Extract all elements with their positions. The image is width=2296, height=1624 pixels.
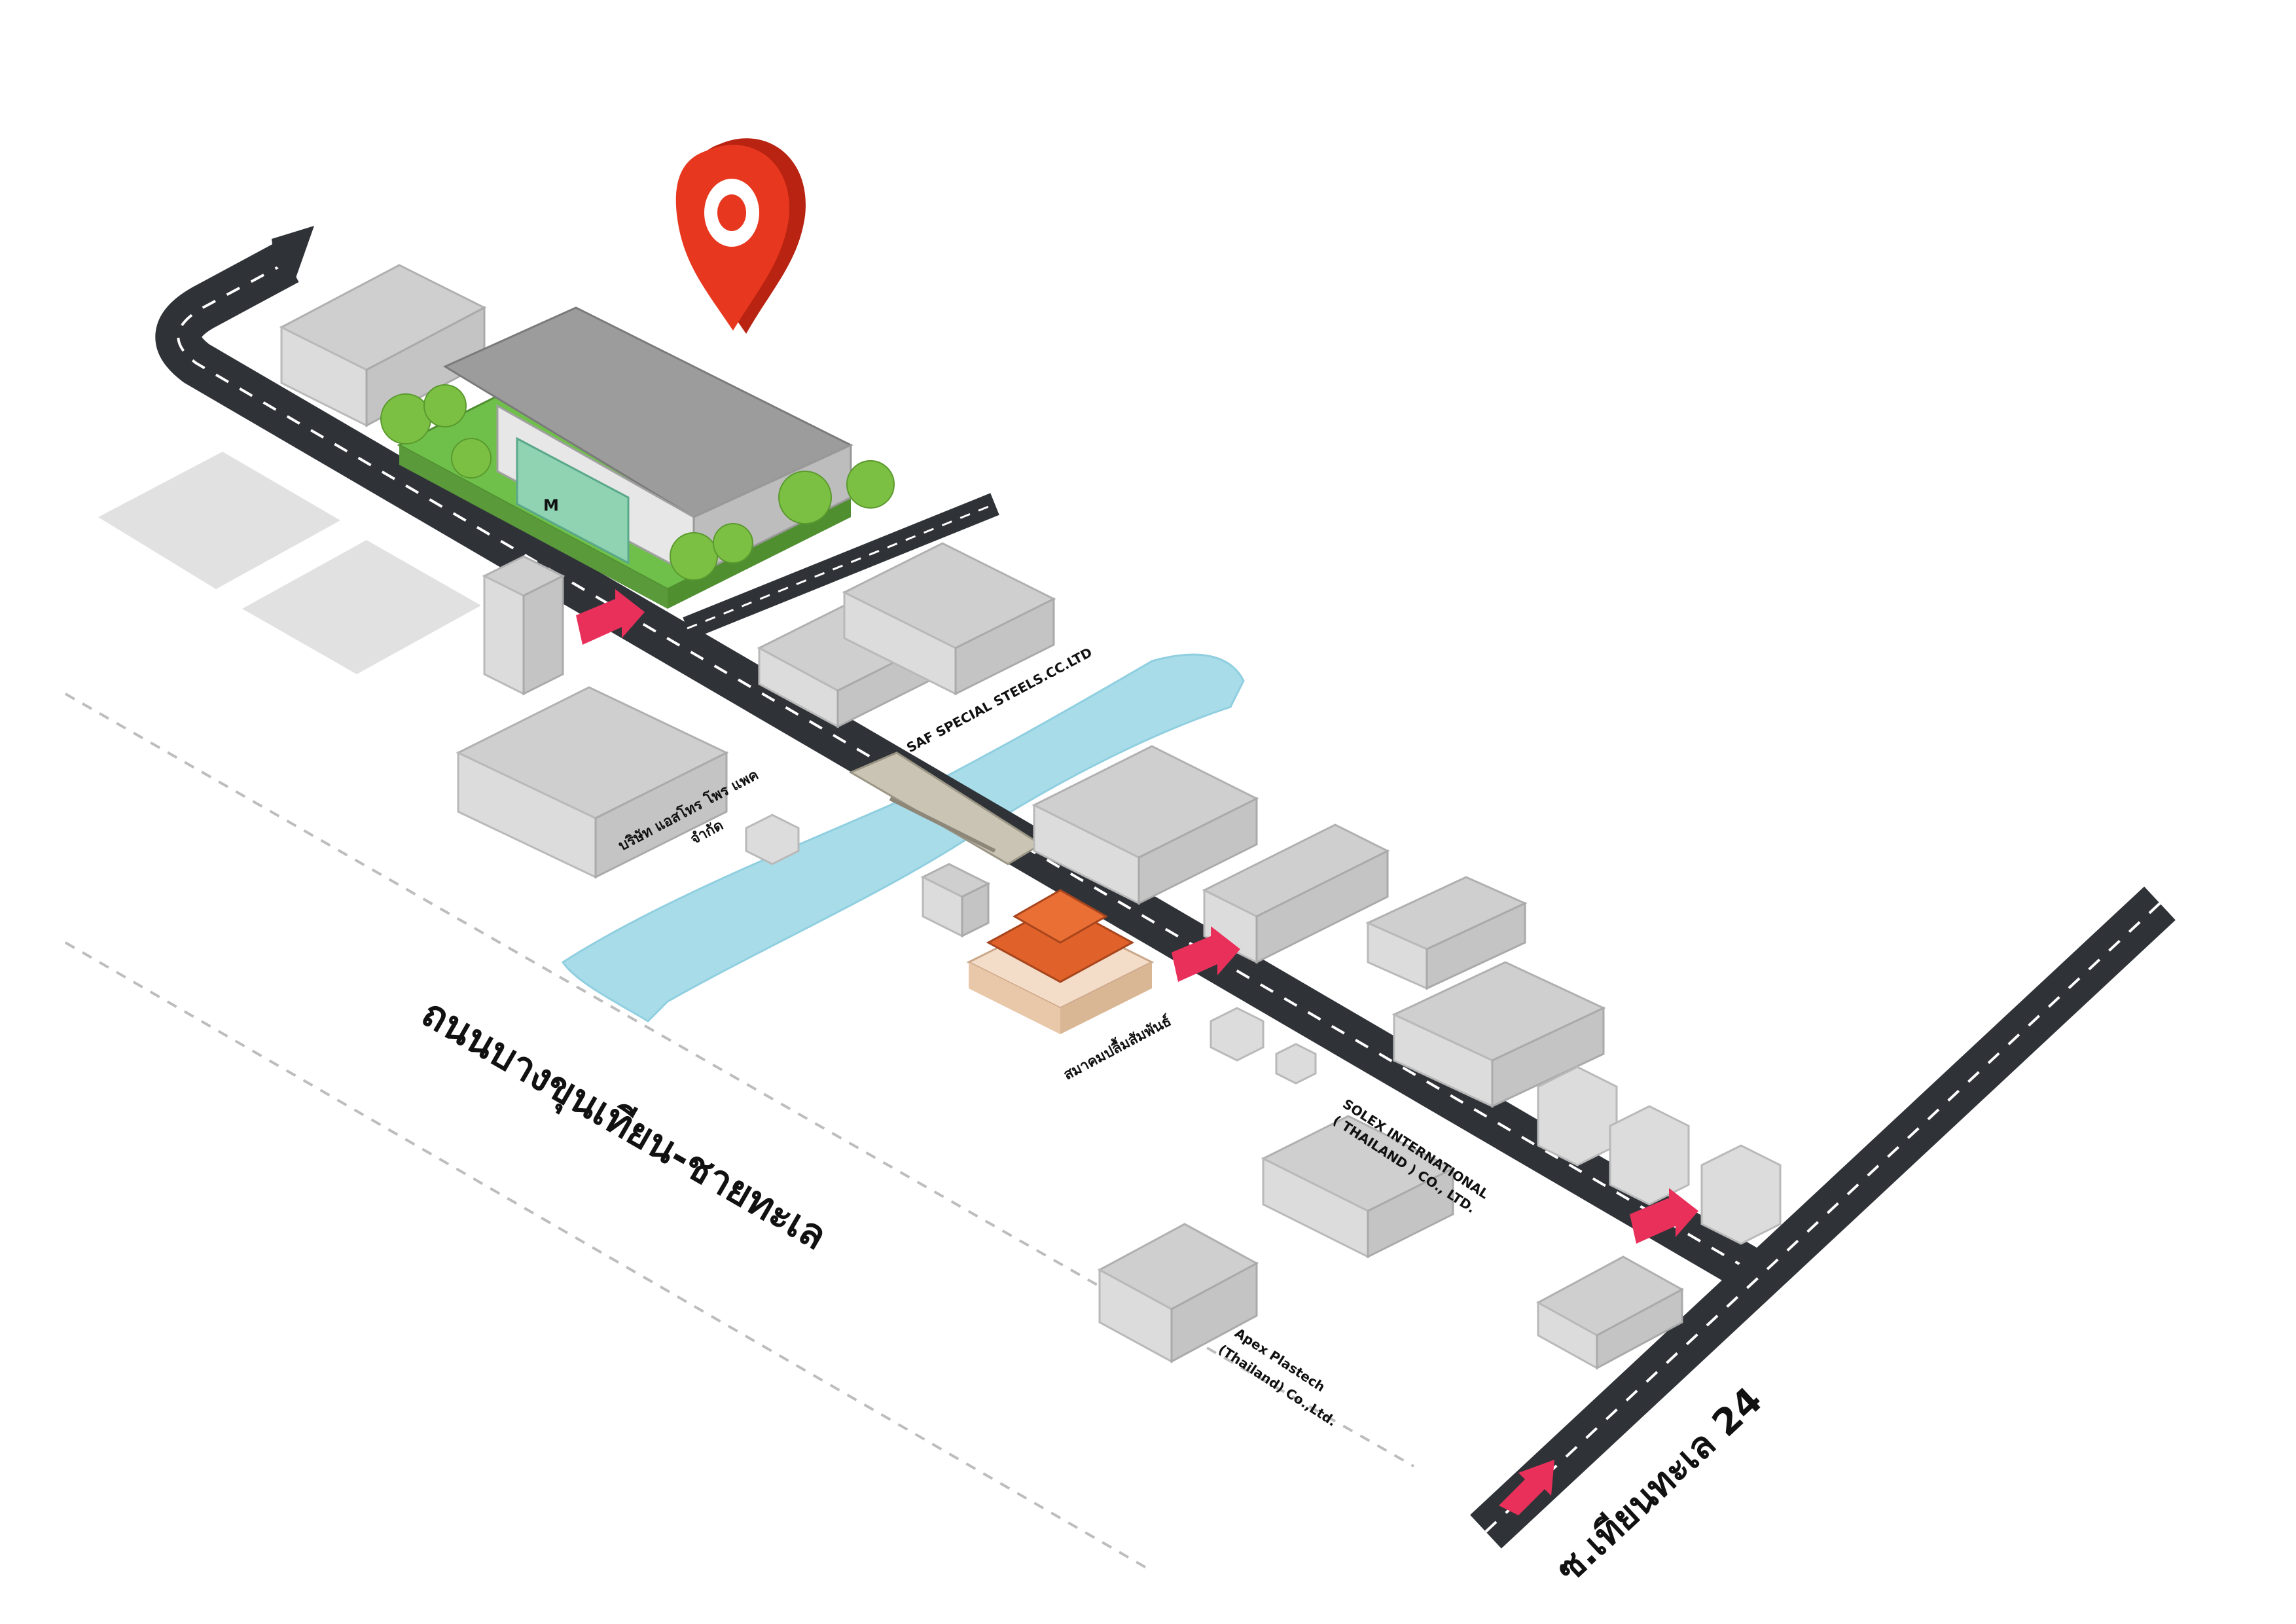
side-road-label: ซ.เทียนทะเล 24 — [1548, 1379, 1770, 1591]
association-temple — [966, 889, 1155, 1034]
direction-arrow-icon — [1172, 926, 1240, 982]
dashed-boundaries — [64, 693, 1414, 1572]
main-road-label: ถนนบางขุนเทียน-ชายทะเล — [414, 990, 834, 1260]
direction-arrow-icon — [1499, 1460, 1554, 1515]
side-road — [1470, 886, 2176, 1549]
main-road — [155, 242, 1772, 1297]
direction-arrow-icon — [1630, 1188, 1698, 1244]
map-pin-icon — [675, 138, 806, 334]
trees — [380, 384, 895, 581]
side-street — [683, 493, 999, 640]
destination-building: M — [397, 306, 853, 609]
surrounding-buildings — [279, 264, 1782, 1370]
direction-arrow-icon — [576, 589, 645, 645]
turn-arrow-icon — [272, 226, 314, 281]
river — [561, 653, 1245, 1022]
building-letter: M — [543, 496, 559, 514]
empty-lots — [98, 452, 481, 674]
direction-arrows — [576, 589, 1698, 1515]
